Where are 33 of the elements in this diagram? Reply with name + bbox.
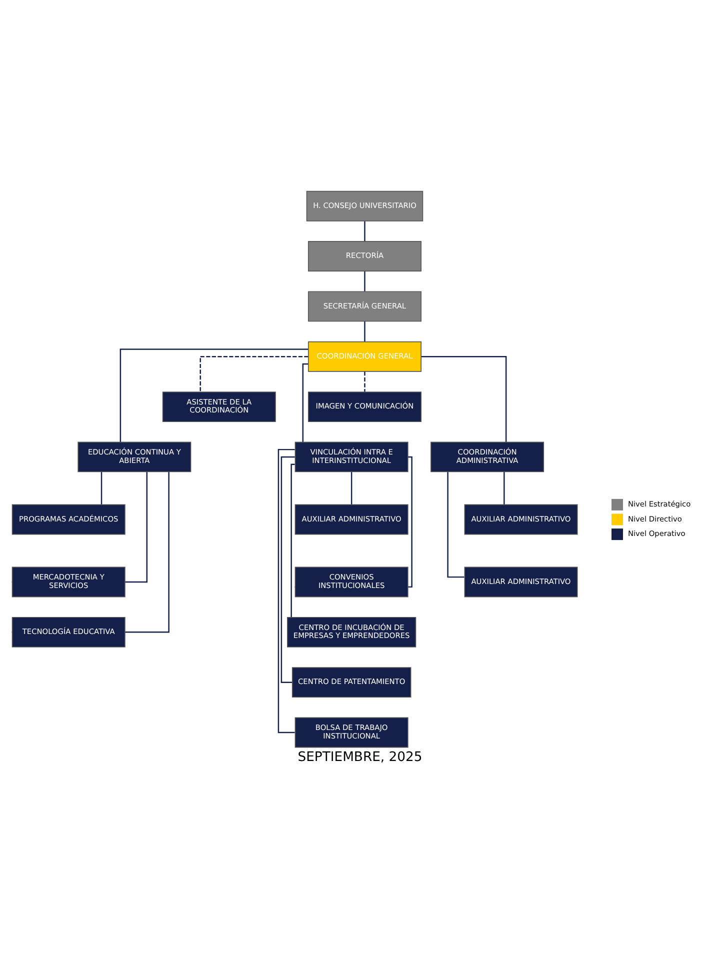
node-box: PROGRAMAS ACADÉMICOS bbox=[12, 504, 126, 535]
connector bbox=[280, 456, 295, 683]
node-box: COORDINACIÓN ADMINISTRATIVA bbox=[430, 442, 544, 472]
node-box: IMAGEN Y COMUNICACIÓN bbox=[308, 392, 422, 422]
node-box: AUXILIAR ADMINISTRATIVO bbox=[294, 504, 408, 535]
connector bbox=[364, 372, 366, 392]
node-box: AUXILIAR ADMINISTRATIVO bbox=[464, 566, 578, 598]
node-box: H. CONSEJO UNIVERSITARIO bbox=[306, 190, 424, 222]
node-box: SECRETARÍA GENERAL bbox=[308, 291, 422, 322]
node-box: COORDINACIÓN GENERAL bbox=[308, 341, 422, 372]
node-box: VINCULACIÓN INTRA E INTERINSTITUCIONAL bbox=[294, 442, 408, 472]
node-box: ASISTENTE DE LA COORDINACIÓN bbox=[162, 392, 276, 422]
legend-label: Nivel Directivo bbox=[628, 514, 682, 524]
connector bbox=[278, 448, 295, 734]
connector bbox=[421, 356, 507, 442]
connector bbox=[364, 271, 366, 292]
node-box: CONVENIOS INSTITUCIONALES bbox=[294, 566, 408, 598]
connector bbox=[200, 356, 308, 392]
node-box: MERCADOTECNIA Y SERVICIOS bbox=[12, 566, 126, 598]
caption: SEPTIEMBRE, 2025 bbox=[298, 750, 422, 766]
connector bbox=[364, 221, 366, 242]
node-box: EDUCACIÓN CONTINUA Y ABIERTA bbox=[78, 442, 192, 472]
node-box: CENTRO DE PATENTAMIENTO bbox=[292, 667, 412, 698]
node-box: AUXILIAR ADMINISTRATIVO bbox=[464, 504, 578, 535]
node-box: BOLSA DE TRABAJO INSTITUCIONAL bbox=[294, 717, 408, 748]
legend-label: Nivel Estratégico bbox=[628, 499, 691, 508]
connector bbox=[302, 363, 308, 442]
connector bbox=[120, 348, 308, 442]
node-box: RECTORÍA bbox=[308, 241, 422, 272]
node-box: CENTRO DE INCUBACIÓN DE EMPRESAS Y EMPRENDEDORES bbox=[287, 616, 416, 648]
connector bbox=[364, 322, 366, 342]
node-box: TECNOLOGÍA EDUCATIVA bbox=[12, 616, 126, 648]
legend-label: Nivel Operativo bbox=[628, 529, 686, 538]
